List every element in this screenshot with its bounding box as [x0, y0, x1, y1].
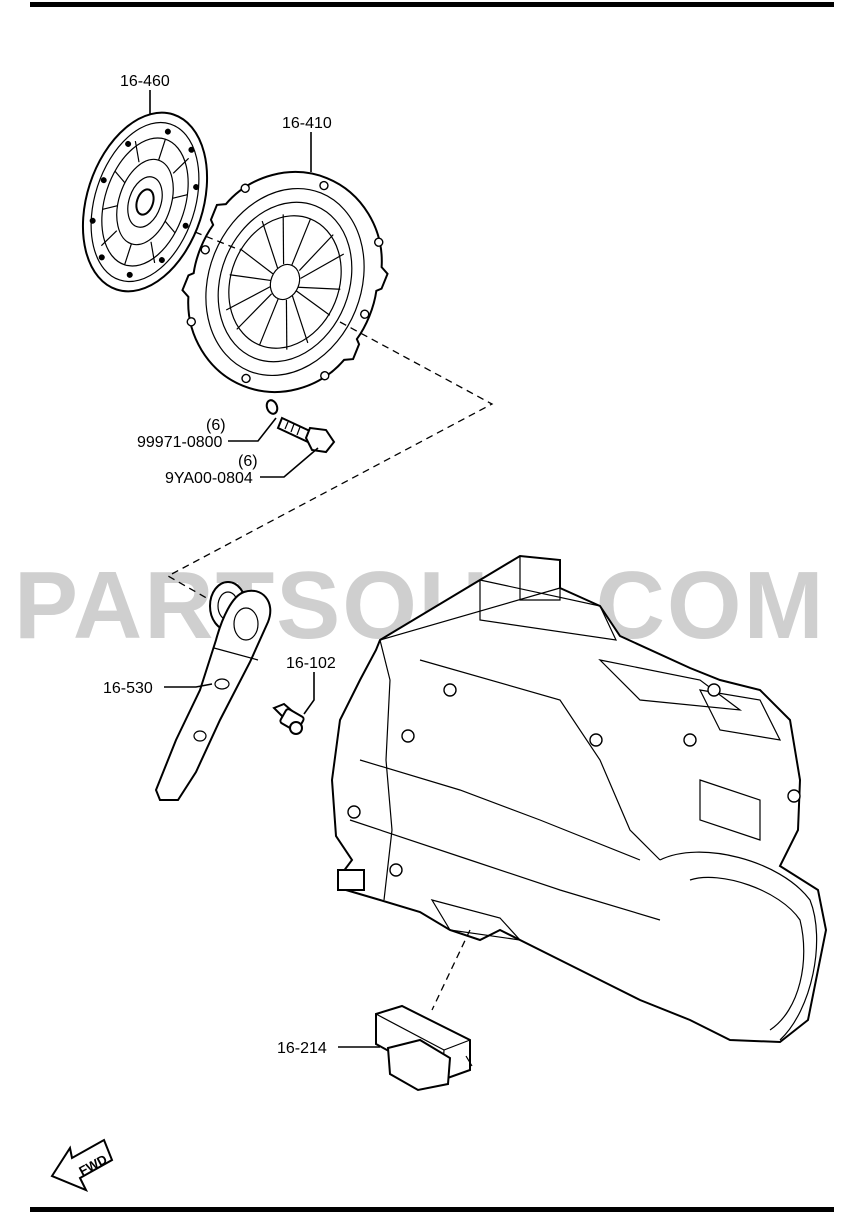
callout-washer: 99971-0800	[137, 434, 223, 451]
mount-pad-drawing	[375, 1004, 473, 1092]
clutch-disc-drawing	[81, 111, 209, 293]
callout-release-fork: 16-530	[103, 680, 153, 697]
mount-pad-alignment-line	[431, 929, 471, 1011]
transmission-housing-drawing	[330, 554, 828, 1044]
fwd-arrow-icon: FWD	[50, 1138, 114, 1192]
release-fork-drawing	[154, 581, 272, 801]
alignment-line-upper	[194, 231, 241, 251]
callout-mount-pad: 16-214	[277, 1040, 327, 1057]
callout-clutch-cover: 16-410	[282, 115, 332, 132]
leader-lines	[149, 90, 380, 1048]
alignment-line	[166, 321, 494, 601]
callout-bolt-qty: (6)	[238, 453, 258, 470]
washer-drawing	[265, 399, 279, 415]
callout-clutch-disc: 16-460	[120, 73, 170, 90]
bottom-rule	[30, 1207, 834, 1212]
pivot-bolt-drawing	[272, 702, 305, 735]
top-rule	[30, 2, 834, 7]
clutch-cover-drawing	[181, 171, 389, 393]
callout-pivot-bolt: 16-102	[286, 655, 336, 672]
callout-washer-qty: (6)	[206, 417, 226, 434]
callout-bolt: 9YA00-0804	[165, 470, 253, 487]
bolt-drawing	[276, 416, 336, 454]
